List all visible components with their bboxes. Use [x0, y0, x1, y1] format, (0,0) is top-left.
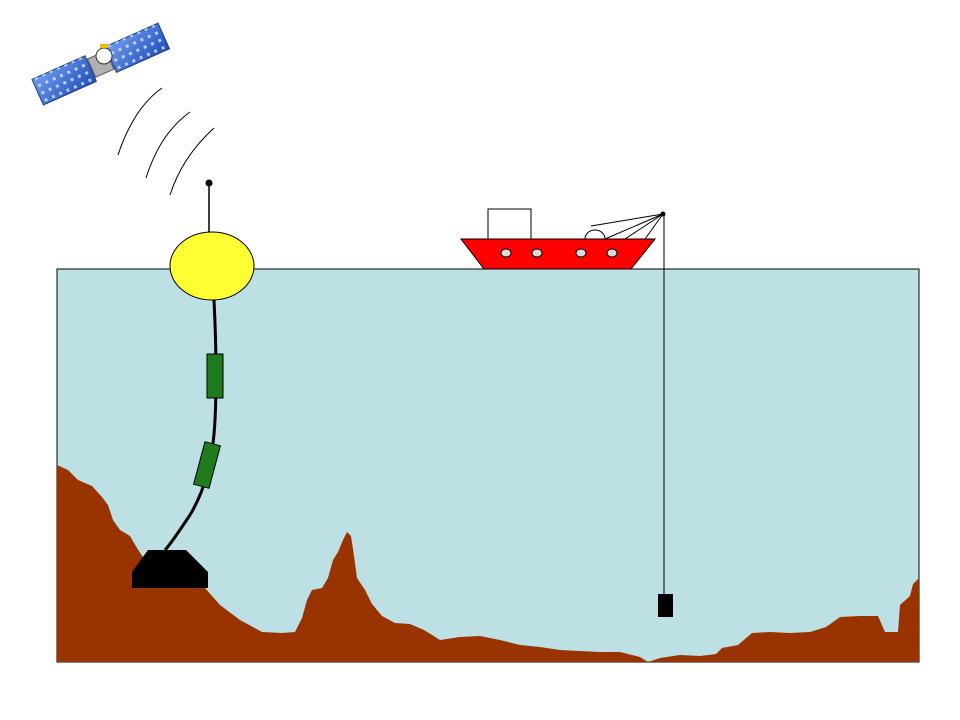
- moored-instrument-upper: [206, 353, 224, 399]
- surface-buoy: [169, 231, 255, 301]
- porthole: [575, 248, 587, 258]
- signal-waves-icon: [117, 87, 215, 196]
- antenna-tip: [205, 179, 213, 187]
- satellite-dish: [95, 47, 113, 65]
- radio-wave-arc: [117, 87, 163, 156]
- ship-portholes: [500, 248, 618, 258]
- ship-winch: [584, 229, 606, 240]
- porthole: [531, 248, 543, 258]
- porthole: [606, 248, 618, 258]
- mooring-anchor: [132, 550, 208, 588]
- ship-cabin: [487, 208, 532, 240]
- ship-icon: [459, 208, 666, 270]
- moored-instrument-lower: [192, 441, 222, 489]
- radio-wave-arc: [169, 127, 215, 196]
- radio-wave-arc: [145, 111, 191, 179]
- seabed-terrain: [57, 465, 919, 662]
- crane-tip: [660, 211, 666, 217]
- porthole: [500, 248, 512, 258]
- lowered-probe: [658, 594, 673, 617]
- ship-hull: [459, 238, 657, 270]
- ship-crane: [590, 213, 664, 240]
- satellite-icon: [31, 22, 171, 106]
